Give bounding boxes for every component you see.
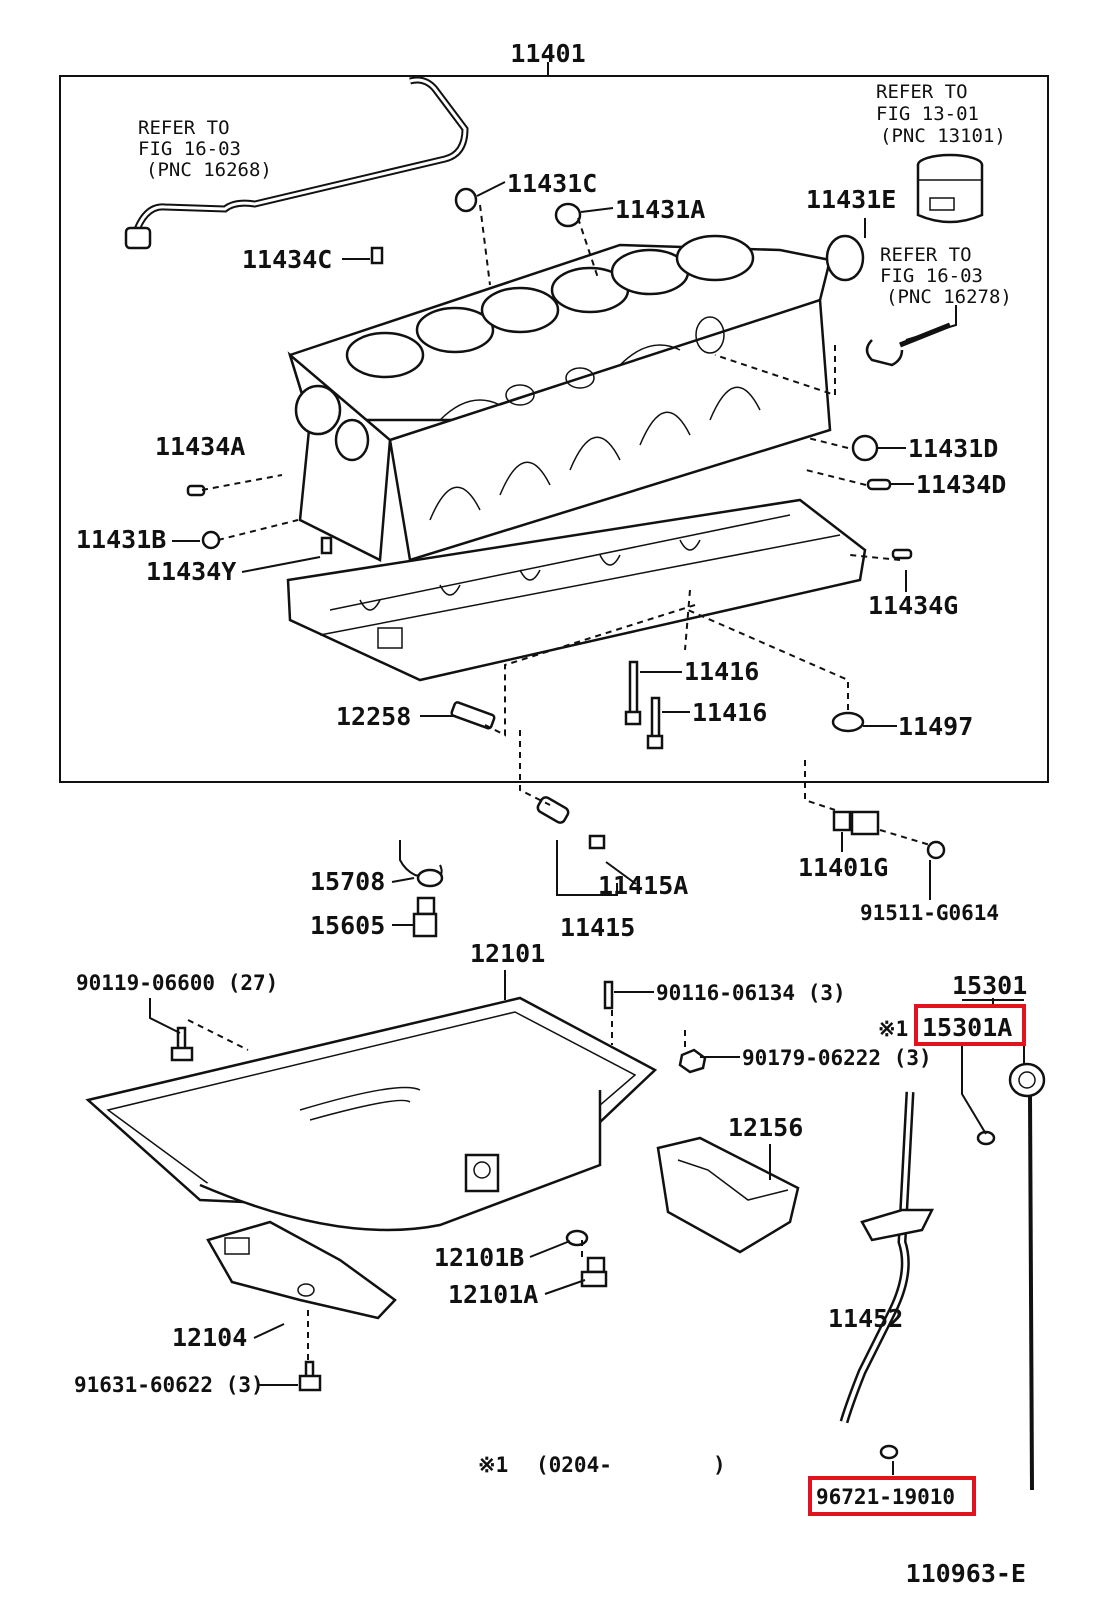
dowel-12258-drawing bbox=[450, 701, 496, 730]
label-15708[interactable]: 15708 bbox=[310, 867, 385, 896]
refer-16278-line1: REFER TO bbox=[880, 244, 972, 266]
refer-13101-line2: FIG 13-01 bbox=[876, 103, 979, 125]
label-12156[interactable]: 12156 bbox=[728, 1113, 803, 1142]
label-11434a[interactable]: 11434A bbox=[155, 432, 245, 461]
label-91511-g0614[interactable]: 91511-G0614 bbox=[860, 901, 999, 925]
label-11416-lower[interactable]: 11416 bbox=[692, 698, 767, 727]
label-11434d[interactable]: 11434D bbox=[916, 470, 1006, 499]
plug-11431c-drawing bbox=[454, 187, 478, 213]
nut-90179-drawing bbox=[678, 1048, 707, 1074]
label-11431d[interactable]: 11431D bbox=[908, 434, 998, 463]
highlight-box-96721-19010 bbox=[808, 1476, 976, 1516]
label-12258[interactable]: 12258 bbox=[336, 702, 411, 731]
plug-11431b-drawing bbox=[201, 530, 221, 550]
figure-code: 110963-E bbox=[906, 1559, 1026, 1588]
label-11452[interactable]: 11452 bbox=[828, 1304, 903, 1333]
plug-11431a-drawing bbox=[554, 202, 582, 228]
refer-16268-line3[interactable]: (PNC 16268) bbox=[146, 159, 272, 181]
label-15301a-mark: ※1 bbox=[878, 1017, 908, 1041]
drain-plug-12101a-drawing bbox=[580, 1256, 608, 1288]
label-11434g[interactable]: 11434G bbox=[868, 591, 958, 620]
label-90179-06222[interactable]: 90179-06222 (3) bbox=[742, 1046, 932, 1070]
bolt-91631-drawing bbox=[298, 1360, 322, 1392]
label-12101b[interactable]: 12101B bbox=[434, 1243, 524, 1272]
label-11416-upper[interactable]: 11416 bbox=[684, 657, 759, 686]
label-11415[interactable]: 11415 bbox=[560, 913, 635, 942]
label-11431a[interactable]: 11431A bbox=[615, 195, 705, 224]
seal-11497-drawing bbox=[831, 711, 865, 733]
plug-15605-drawing bbox=[412, 896, 438, 938]
refer-16268-line1: REFER TO bbox=[138, 117, 230, 139]
label-91631-60622[interactable]: 91631-60622 (3) bbox=[74, 1373, 264, 1397]
strainer-12104-drawing bbox=[206, 1220, 397, 1320]
label-11431c[interactable]: 11431C bbox=[507, 169, 597, 198]
dipstick-guide-11452-drawing bbox=[839, 1091, 935, 1424]
o-ring-96721-drawing bbox=[879, 1444, 899, 1460]
bolt-11416-drawing bbox=[624, 660, 664, 750]
piston-drawing bbox=[916, 153, 984, 224]
label-11497[interactable]: 11497 bbox=[898, 712, 973, 741]
gasket-12101b-drawing bbox=[565, 1229, 589, 1247]
label-11434y[interactable]: 11434Y bbox=[146, 557, 236, 586]
leader-lines bbox=[149, 181, 1025, 1475]
refer-13101-line1: REFER TO bbox=[876, 81, 968, 103]
oil-pan-drawing bbox=[85, 996, 658, 1232]
footnote-range: (0204- ) bbox=[536, 1453, 726, 1477]
cylinder-block-drawing bbox=[286, 234, 867, 682]
label-11434c[interactable]: 11434C bbox=[242, 245, 332, 274]
block-assembly-frame bbox=[59, 75, 1049, 783]
label-12101[interactable]: 12101 bbox=[470, 939, 545, 968]
plug-11431d-drawing bbox=[851, 434, 879, 462]
label-12101a[interactable]: 12101A bbox=[448, 1280, 538, 1309]
pin-11434d-drawing bbox=[866, 478, 892, 491]
assembly-pnc-label[interactable]: 11401 bbox=[510, 39, 585, 68]
o-ring-15301a-drawing bbox=[976, 1130, 996, 1146]
label-11431b[interactable]: 11431B bbox=[76, 525, 166, 554]
plug-11431e-drawing bbox=[825, 234, 865, 282]
pin-11434c-drawing bbox=[370, 246, 384, 265]
refer-16278-line3[interactable]: (PNC 16278) bbox=[886, 286, 1012, 308]
plug-15708-drawing bbox=[399, 840, 444, 888]
refer-note-16268: REFER TO FIG 16-03 (PNC 16268) bbox=[138, 117, 272, 181]
label-90116-06134[interactable]: 90116-06134 (3) bbox=[656, 981, 846, 1005]
stud-90116-drawing bbox=[603, 980, 614, 1010]
label-15605[interactable]: 15605 bbox=[310, 911, 385, 940]
pin-11434y-drawing bbox=[320, 536, 333, 555]
label-15301[interactable]: 15301 bbox=[952, 971, 1027, 1000]
refer-note-13101: REFER TO FIG 13-01 (PNC 13101) bbox=[876, 81, 1006, 147]
label-11431e[interactable]: 11431E bbox=[806, 185, 896, 214]
label-11415a[interactable]: 11415A bbox=[598, 871, 688, 900]
dashed-indicator-lines bbox=[187, 204, 931, 1360]
label-90119-06600[interactable]: 90119-06600 (27) bbox=[76, 971, 278, 995]
bolt-90119-drawing bbox=[170, 1026, 194, 1062]
refer-note-16278: REFER TO FIG 16-03 (PNC 16278) bbox=[880, 244, 1012, 308]
refer-13101-line3[interactable]: (PNC 13101) bbox=[880, 125, 1006, 147]
baffle-12156-drawing bbox=[656, 1136, 800, 1254]
part-labels: 11431C 11431A 11431E 11434C 11434A 11431… bbox=[74, 169, 1027, 1509]
pin-11434a-drawing bbox=[186, 484, 206, 497]
label-11401g[interactable]: 11401G bbox=[798, 853, 888, 882]
pin-11434g-drawing bbox=[891, 548, 913, 560]
label-15301a[interactable]: 15301A bbox=[922, 1013, 1012, 1042]
sensor-11401g-drawing bbox=[832, 810, 946, 860]
footnote-mark: ※1 bbox=[478, 1453, 508, 1477]
label-96721-19010[interactable]: 96721-19010 bbox=[816, 1485, 955, 1509]
label-12104[interactable]: 12104 bbox=[172, 1323, 247, 1352]
breather-hose-drawing bbox=[124, 76, 469, 250]
refer-16278-line2: FIG 16-03 bbox=[880, 265, 983, 287]
refer-16268-line2: FIG 16-03 bbox=[138, 138, 241, 160]
dipstick-15301-drawing bbox=[1008, 1062, 1046, 1491]
highlight-box-15301a bbox=[914, 1004, 1026, 1046]
